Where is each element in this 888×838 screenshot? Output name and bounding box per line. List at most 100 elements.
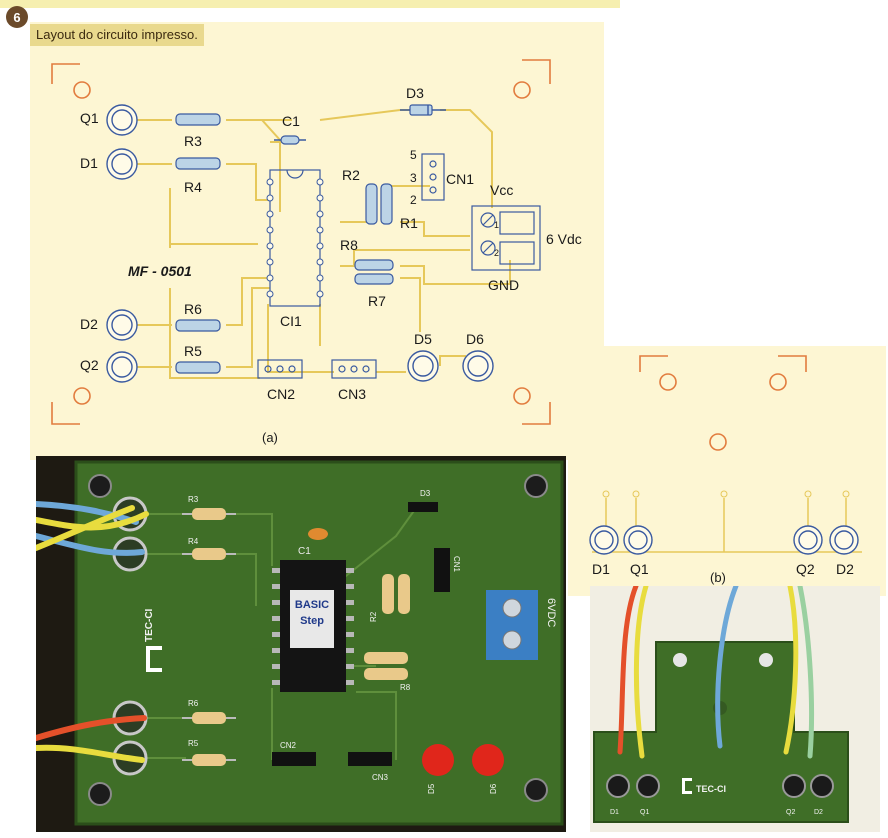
photo-r1: [398, 574, 410, 614]
photo-led-d5: [422, 744, 454, 776]
svg-text:R4: R4: [188, 537, 199, 546]
b-d2-pad: [829, 525, 859, 555]
b-label-d1: D1: [592, 561, 610, 577]
svg-text:R5: R5: [188, 739, 199, 748]
photo-r2: [382, 574, 394, 614]
label-d2: D2: [80, 316, 98, 332]
pcb-layout-drawing: Q1 D1 D2 Q2 R3 R4 R6 R5 C1 D3 R2 R1 R8 R…: [30, 22, 604, 460]
label-q2: Q2: [80, 357, 99, 373]
label-6vdc: 6 Vdc: [546, 231, 582, 247]
photo-d3: [408, 502, 438, 512]
photo-r8: [364, 652, 408, 680]
label-cn1: CN1: [446, 171, 474, 187]
label-r2: R2: [342, 167, 360, 183]
ci1-pin-left: [266, 258, 274, 266]
label-d6: D6: [466, 331, 484, 347]
ci1-pin-left: [266, 242, 274, 250]
svg-text:R6: R6: [188, 699, 199, 708]
ci1-pin-left: [266, 210, 274, 218]
r1-body: [380, 183, 393, 225]
ci1-pin-right: [316, 210, 324, 218]
cn3-connector: [331, 359, 377, 379]
b-label-q2: Q2: [796, 561, 815, 577]
label-r8: R8: [340, 237, 358, 253]
chip-label-step: Step: [300, 615, 324, 627]
photo-r3: [182, 508, 236, 520]
sensor-board-photo: TEC-CI D1 Q1 Q2 D2: [590, 583, 880, 832]
chip-label-basic: BASIC: [295, 599, 329, 611]
photo-terminal-block: [486, 590, 538, 660]
ci1-pin-right: [316, 194, 324, 202]
label-gnd: GND: [488, 277, 519, 293]
figure-number-badge: 6: [6, 6, 28, 28]
sensor-layout-drawing: D1 Q1 Q2 D2 (b): [568, 346, 886, 596]
terminal-pin-2: 2: [494, 248, 499, 258]
label-c1: C1: [282, 113, 300, 129]
power-terminal-block: [471, 205, 541, 271]
label-cn2: CN2: [267, 386, 295, 402]
b-d1-pad: [589, 525, 619, 555]
svg-text:Q2: Q2: [786, 809, 795, 816]
r3-body: [175, 113, 221, 126]
ci1-pin-left: [266, 274, 274, 282]
photo-c1: [308, 528, 328, 540]
label-r6: R6: [184, 301, 202, 317]
ci1-pin-right: [316, 290, 324, 298]
ci1-pin-right: [316, 226, 324, 234]
svg-text:C1: C1: [298, 546, 311, 557]
b-label-d2: D2: [836, 561, 854, 577]
label-ci1: CI1: [280, 313, 302, 329]
label-r7: R7: [368, 293, 386, 309]
svg-text:CN1: CN1: [452, 556, 461, 573]
pin-3: 3: [410, 171, 417, 185]
label-d3: D3: [406, 85, 424, 101]
c1-capacitor: [274, 135, 306, 145]
sensor-tec-ci-logo: TEC-CI: [682, 778, 726, 794]
d5-pad: [407, 350, 439, 382]
label-r5: R5: [184, 343, 202, 359]
ci1-pin-right: [316, 274, 324, 282]
r4-body: [175, 157, 221, 170]
d3-diode: [400, 104, 446, 116]
panel-a-label: (a): [262, 430, 278, 445]
d6-pad: [462, 350, 494, 382]
q1-pad: [106, 104, 138, 136]
ci1-pin-left: [266, 226, 274, 234]
ci1-pin-right: [316, 242, 324, 250]
r2-body: [365, 183, 378, 225]
q2-pad: [106, 351, 138, 383]
panel-b-label: (b): [710, 570, 726, 585]
ci1-pin-left: [266, 290, 274, 298]
ci1-pin-right: [316, 178, 324, 186]
svg-text:6VDC: 6VDC: [545, 598, 557, 627]
ci1-pin-left: [266, 178, 274, 186]
svg-text:D5: D5: [427, 783, 436, 794]
label-q1: Q1: [80, 110, 99, 126]
photo-led-d6: [472, 744, 504, 776]
top-color-strip: [0, 0, 620, 8]
label-d1: D1: [80, 155, 98, 171]
ci1-pins: [266, 178, 324, 298]
svg-text:CN3: CN3: [372, 773, 389, 782]
svg-text:D1: D1: [610, 809, 619, 816]
svg-text:R3: R3: [188, 495, 199, 504]
b-q2-pad: [793, 525, 823, 555]
svg-text:CN2: CN2: [280, 741, 297, 750]
b-label-q1: Q1: [630, 561, 649, 577]
terminal-pin-1: 1: [494, 220, 499, 230]
ci1-chip: [269, 169, 321, 307]
photo-tec-ci-logo: [146, 646, 162, 672]
r5-body: [175, 361, 221, 374]
photo-r5: [182, 754, 236, 766]
photo-r6: [182, 712, 236, 724]
label-r3: R3: [184, 133, 202, 149]
corner-marks: [51, 59, 551, 425]
label-r1: R1: [400, 215, 418, 231]
svg-text:R2: R2: [369, 611, 378, 622]
svg-text:D2: D2: [814, 809, 823, 816]
svg-text:D6: D6: [489, 783, 498, 794]
label-r4: R4: [184, 179, 202, 195]
pin-2: 2: [410, 193, 417, 207]
svg-text:TEC-CI: TEC-CI: [144, 608, 155, 642]
board-name: MF - 0501: [128, 263, 192, 279]
